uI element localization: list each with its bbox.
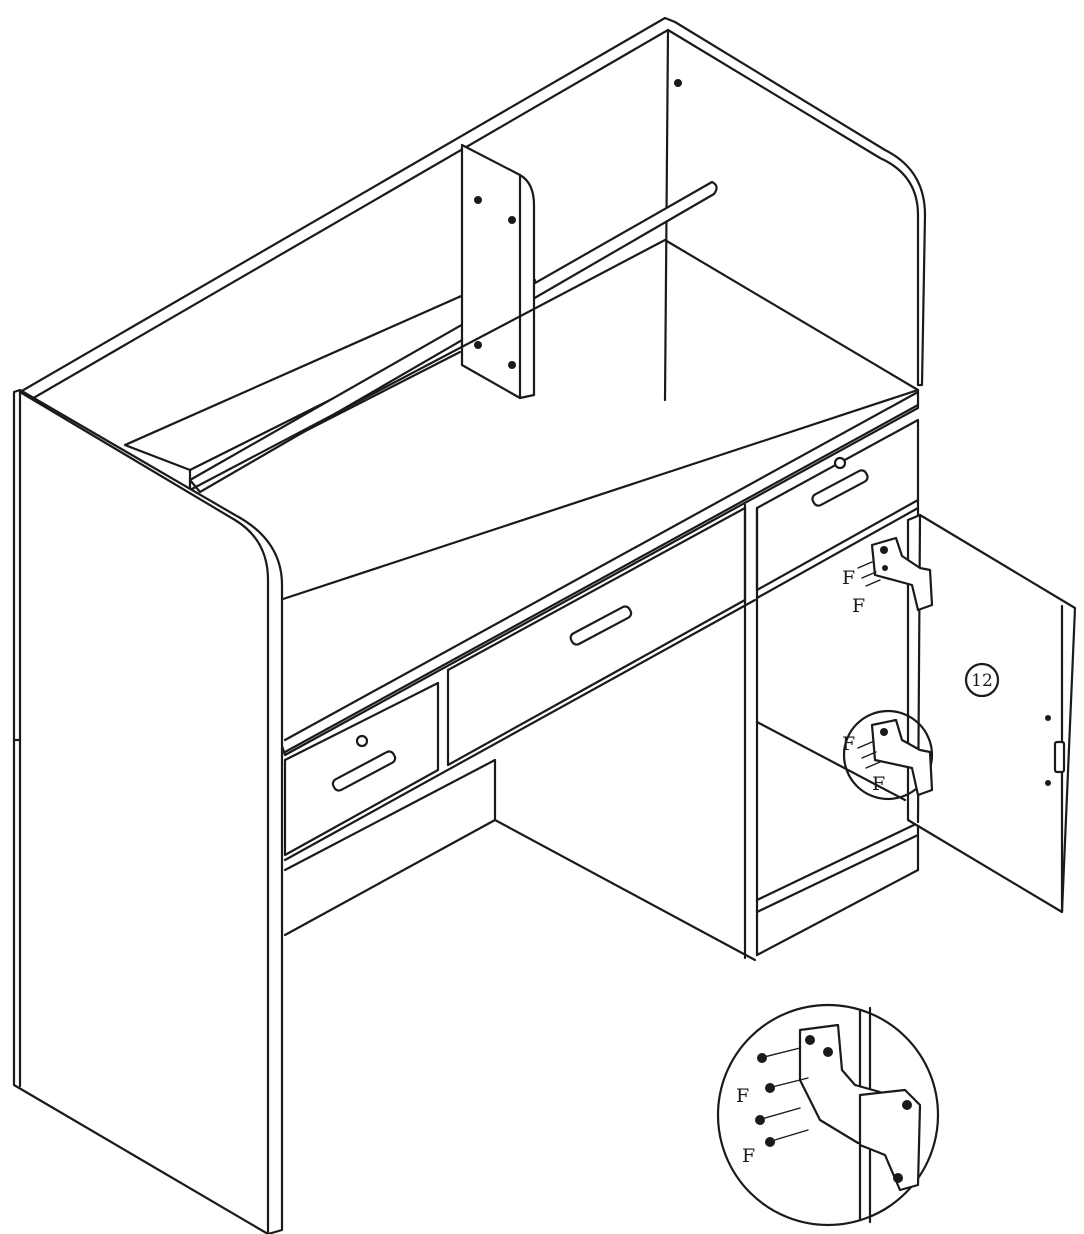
fastener-label: F (842, 567, 855, 589)
hanging-rod (188, 180, 718, 494)
upper-hinge: F F (842, 536, 934, 617)
lower-hinge: F F (842, 709, 934, 801)
fastener-label: F (842, 733, 855, 755)
hinge-detail-callout: F F (716, 1003, 940, 1227)
fastener-label: F (742, 1145, 755, 1167)
part-number-label: 12 (971, 671, 993, 691)
fastener-label: F (852, 595, 865, 617)
fastener-label: F (736, 1085, 749, 1107)
left-drawer (283, 681, 440, 857)
shelf-divider (460, 143, 536, 400)
lower-frame (283, 503, 920, 962)
cabinet-door: 12 (906, 513, 1077, 914)
left-side-panel (12, 388, 284, 1234)
fastener-label: F (872, 773, 885, 795)
